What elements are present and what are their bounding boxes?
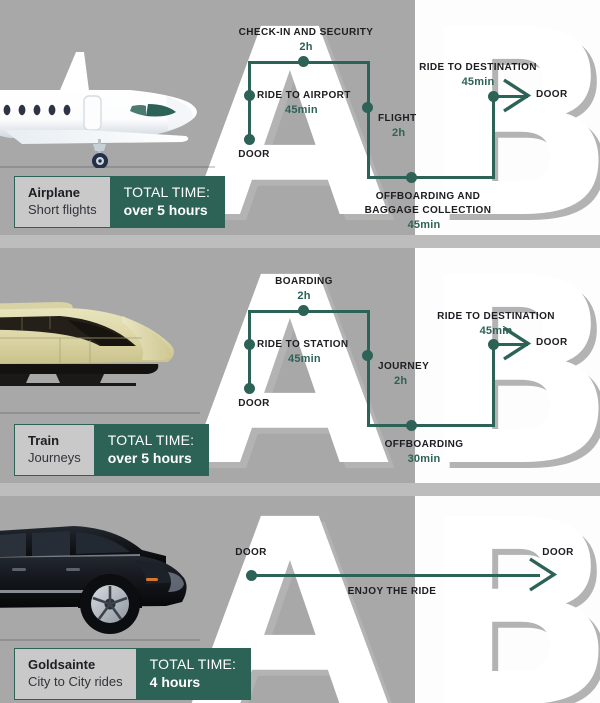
badge-left: Goldsainte City to City rides (15, 649, 136, 699)
step-duration-ride-dest: 45min (479, 325, 513, 337)
big-letter-b: B (420, 496, 600, 703)
big-letter-a-shadow: A (196, 0, 396, 235)
badge-total-label: TOTAL TIME: (107, 432, 195, 448)
step-duration-offboarding: 45min (407, 219, 441, 231)
flow-line-boarding-top (248, 310, 370, 313)
badge-car[interactable]: Goldsainte City to City rides TOTAL TIME… (14, 648, 252, 700)
step-duration-flight: 2h (392, 127, 406, 139)
big-letter-a-shadow: A (196, 248, 396, 483)
step-label-ride-airport: RIDE TO AIRPORT (257, 90, 351, 101)
step-label-ride-station: RIDE TO STATION (257, 339, 349, 350)
badge-subtitle: City to City rides (28, 673, 123, 689)
badge-subtitle: Short flights (28, 201, 97, 217)
train-ground-shadow (0, 412, 200, 414)
airplane-illustration (0, 18, 230, 169)
badge-total-value: over 5 hours (107, 449, 192, 466)
section-airplane: A A B B (0, 0, 600, 235)
step-duration-journey: 2h (394, 375, 408, 387)
flow-line-flight (367, 61, 370, 178)
badge-total-label: TOTAL TIME: (123, 184, 211, 200)
section-car: A A B B (0, 496, 600, 703)
step-duration-ride-airport: 45min (285, 104, 318, 116)
step-label-door-start: DOOR (238, 398, 270, 409)
badge-title: Goldsainte (28, 657, 96, 673)
step-label-checkin: CHECK-IN AND SECURITY (238, 27, 374, 38)
badge-train[interactable]: Train Journeys TOTAL TIME: over 5 hours (14, 424, 210, 476)
big-letter-b: B (420, 248, 600, 483)
car-ground-shadow (0, 639, 200, 641)
node-door-start (244, 134, 255, 145)
badge-total-label: TOTAL TIME: (149, 656, 237, 672)
flow-line-enjoy-the-ride (250, 574, 540, 577)
flow-line-checkin-top (248, 61, 370, 64)
white-backdrop-panel (415, 0, 600, 235)
white-backdrop-panel (415, 248, 600, 483)
step-label-flight: FLIGHT (378, 113, 417, 124)
node-offboarding (406, 172, 417, 183)
step-duration-offboarding: 30min (407, 453, 441, 465)
node-boarding (298, 305, 309, 316)
flow-line-final-door (492, 343, 528, 346)
airplane-ground-shadow (0, 166, 215, 168)
white-backdrop-panel (415, 496, 600, 703)
badge-right: TOTAL TIME: 4 hours (135, 649, 251, 699)
step-duration-boarding: 2h (297, 290, 311, 302)
step-label-door-end: DOOR (542, 547, 574, 558)
flow-line-journey (367, 310, 370, 427)
flow-line-ride-to-dest (492, 344, 495, 426)
badge-subtitle: Journeys (28, 449, 81, 465)
step-label-journey: JOURNEY (378, 361, 430, 372)
car-illustration (0, 506, 210, 641)
step-label-ride-dest: RIDE TO DESTINATION (419, 62, 537, 73)
badge-right: TOTAL TIME: over 5 hours (93, 425, 209, 475)
badge-title: Airplane (28, 185, 81, 201)
step-label-door-start: DOOR (235, 547, 267, 558)
badge-left: Airplane Short flights (15, 177, 110, 227)
big-letter-a: A (190, 248, 390, 483)
node-ride-dest (488, 339, 499, 350)
big-letter-b: B (420, 0, 600, 235)
step-label-offboarding-l1: OFFBOARDING AND (375, 191, 481, 202)
section-train: A A B B (0, 248, 600, 483)
step-label-door-end: DOOR (536, 89, 568, 100)
big-letter-b-shadow: B (426, 0, 600, 235)
badge-left: Train Journeys (15, 425, 94, 475)
big-letter-b-shadow: B (426, 496, 600, 703)
step-label-enjoy-the-ride: ENJOY THE RIDE (347, 586, 437, 597)
flow-line-ride-to-dest (492, 96, 495, 178)
node-ride-station (244, 339, 255, 350)
badge-airplane[interactable]: Airplane Short flights TOTAL TIME: over … (14, 176, 226, 228)
step-label-offboarding: OFFBOARDING (384, 439, 464, 450)
node-flight (362, 102, 373, 113)
flow-line-offboarding (367, 176, 495, 179)
step-duration-checkin: 2h (299, 41, 313, 53)
big-letter-b-shadow: B (426, 248, 600, 483)
node-ride-airport (244, 90, 255, 101)
flow-arrow-head (498, 326, 536, 367)
train-illustration (0, 280, 222, 410)
badge-total-value: 4 hours (149, 673, 201, 690)
step-label-door-start: DOOR (238, 149, 270, 160)
step-label-door-end: DOOR (536, 337, 568, 348)
flow-arrow-head (524, 557, 562, 598)
node-door-start (246, 570, 257, 581)
flow-line-offboarding (367, 424, 495, 427)
step-label-boarding: BOARDING (275, 276, 333, 287)
node-ride-dest (488, 91, 499, 102)
step-duration-ride-dest: 45min (461, 76, 495, 88)
flow-line-final-door (492, 95, 528, 98)
node-door-start (244, 383, 255, 394)
badge-total-value: over 5 hours (123, 201, 208, 218)
step-label-ride-dest: RIDE TO DESTINATION (437, 311, 555, 322)
flow-arrow-head (498, 78, 536, 119)
badge-right: TOTAL TIME: over 5 hours (109, 177, 225, 227)
node-journey (362, 350, 373, 361)
node-checkin (298, 56, 309, 67)
step-label-offboarding-l2: BAGGAGE COLLECTION (364, 205, 492, 216)
badge-title: Train (28, 433, 60, 449)
node-offboarding (406, 420, 417, 431)
step-duration-ride-station: 45min (288, 353, 321, 365)
